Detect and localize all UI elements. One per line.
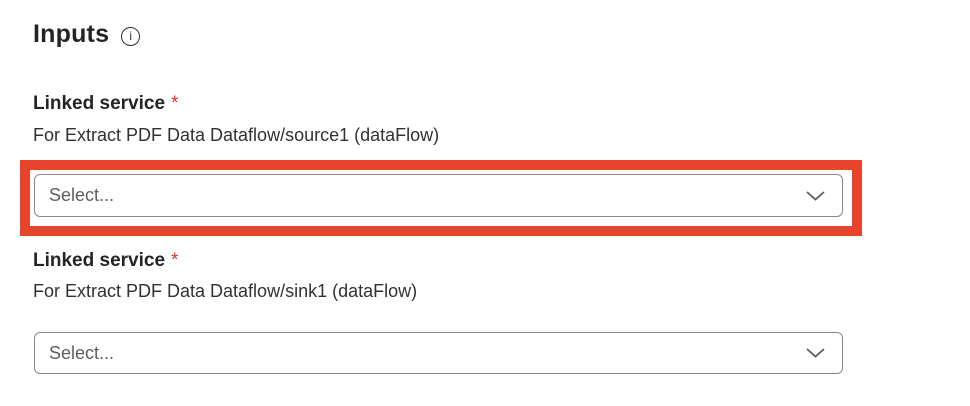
chevron-down-icon	[806, 190, 825, 201]
dropdown-placeholder: Select...	[49, 342, 115, 363]
field-description-source1: For Extract PDF Data Dataflow/source1 (d…	[33, 125, 440, 145]
field-label-row: Linked service *	[33, 250, 178, 272]
linked-service-dropdown-sink1[interactable]: Select...	[34, 332, 843, 374]
linked-service-label: Linked service	[33, 93, 166, 114]
dropdown-placeholder: Select...	[49, 185, 115, 205]
linked-service-dropdown-source1[interactable]: Select...	[34, 174, 843, 217]
linked-service-label: Linked service	[33, 250, 166, 271]
field-label-row: Linked service *	[33, 93, 178, 115]
info-icon[interactable]: i	[121, 26, 141, 46]
header-row: Inputs i	[33, 20, 141, 49]
chevron-down-icon	[806, 348, 825, 358]
field-description-sink1: For Extract PDF Data Dataflow/sink1 (dat…	[33, 281, 418, 301]
required-asterisk: *	[171, 93, 179, 114]
page-title: Inputs	[33, 20, 110, 48]
required-asterisk: *	[171, 250, 179, 271]
